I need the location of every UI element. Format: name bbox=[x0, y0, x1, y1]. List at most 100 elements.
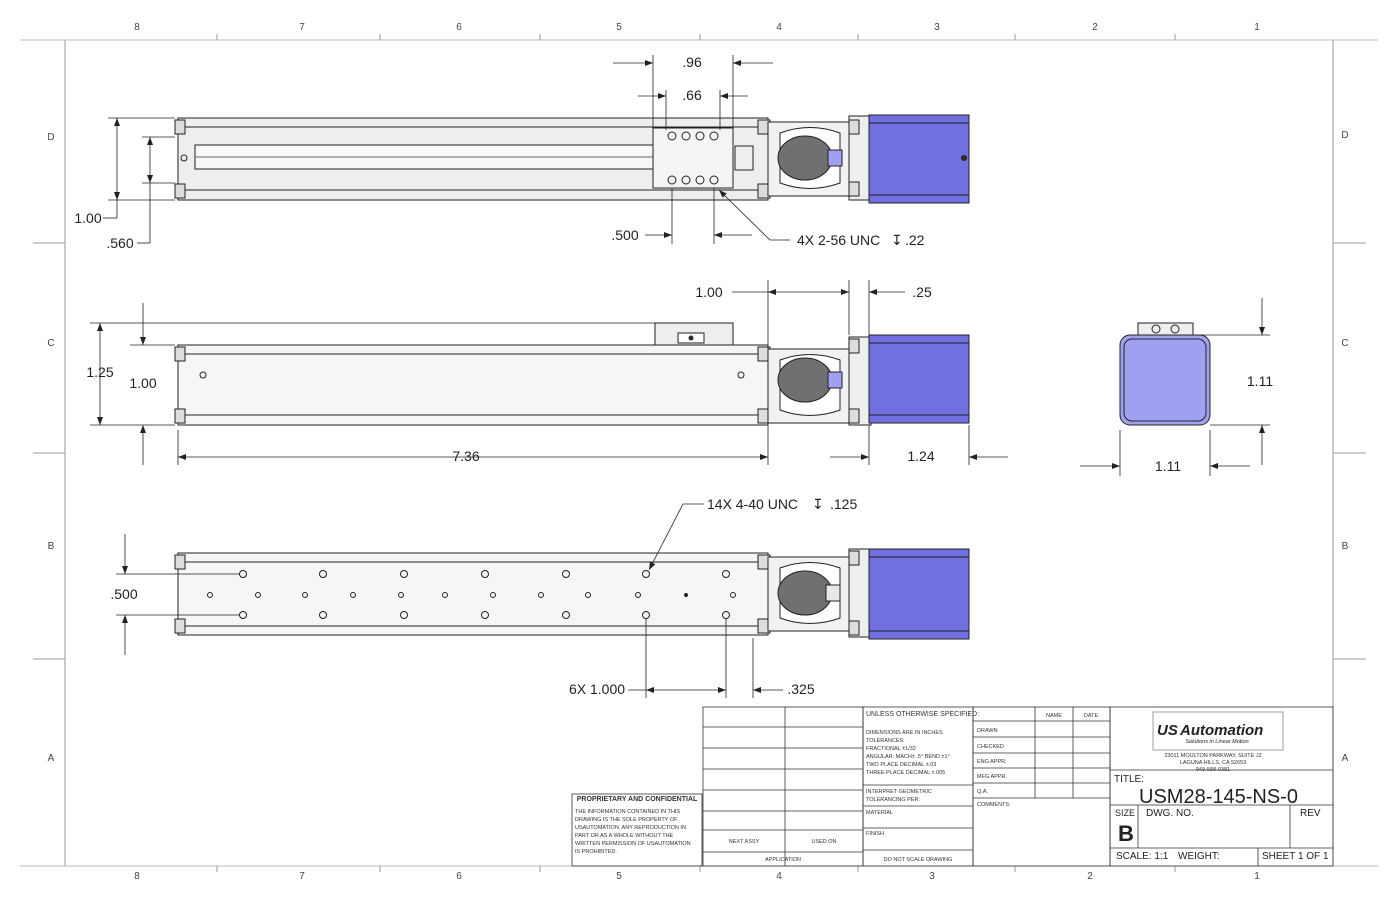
zone-col-bottom-2: 2 bbox=[1087, 871, 1093, 882]
dim-bottom-500: .500 bbox=[110, 586, 137, 602]
zone-col-bottom-7: 7 bbox=[299, 871, 305, 882]
zone-col-top-4: 4 bbox=[776, 22, 782, 33]
coupler-front bbox=[777, 357, 833, 403]
proprietary-title: PROPRIETARY AND CONFIDENTIAL bbox=[577, 796, 698, 803]
zone-col-top-7: 7 bbox=[299, 22, 305, 33]
zone-col-top-2: 2 bbox=[1092, 22, 1098, 33]
zone-col-top-8: 8 bbox=[134, 22, 140, 33]
row-comments: COMMENTS: bbox=[977, 802, 1011, 808]
logo-automation: Automation bbox=[1179, 722, 1263, 739]
hole-depth-top: .22 bbox=[905, 232, 925, 248]
zone-row-left-c: C bbox=[47, 338, 54, 349]
proprietary-line-3: USAUTOMATION. ANY REPRODUCTION IN bbox=[575, 825, 686, 831]
logo-us: US bbox=[1157, 722, 1178, 739]
row-drawn: DRAWN bbox=[977, 728, 998, 734]
zone-row-right-b: B bbox=[1342, 541, 1349, 552]
zone-col-bottom-1: 1 bbox=[1254, 871, 1260, 882]
dim-front-25: .25 bbox=[912, 284, 932, 300]
zone-col-top-6: 6 bbox=[456, 22, 462, 33]
zone-col-top-5: 5 bbox=[616, 22, 622, 33]
geometric-line-2: TOLERANCING PER: bbox=[866, 797, 920, 803]
title-label: TITLE: bbox=[1114, 774, 1144, 785]
name-header: NAME bbox=[1046, 713, 1062, 719]
zone-labels: 8 7 6 5 4 3 2 1 8 7 6 5 4 3 2 1 D C B A … bbox=[47, 22, 1348, 882]
dim-front-125: 1.25 bbox=[86, 364, 113, 380]
dim-end-height: 1.11 bbox=[1247, 373, 1273, 389]
zone-row-right-c: C bbox=[1341, 338, 1348, 349]
end-motor bbox=[1119, 334, 1211, 426]
scale-label: SCALE: 1:1 bbox=[1116, 851, 1169, 862]
motor-front bbox=[868, 334, 970, 424]
front-view: 1.00 .25 1.25 1.00 7.36 1.24 bbox=[86, 280, 1008, 465]
actuator-body-front bbox=[177, 344, 769, 426]
end-view: 1.11 1.11 bbox=[1080, 298, 1273, 476]
zone-row-right-a: A bbox=[1342, 753, 1349, 764]
bottom-view: 14X 4-40 UNC ↧ .125 .500 6X 1.000 .325 bbox=[110, 496, 970, 698]
zone-col-bottom-4: 4 bbox=[776, 871, 782, 882]
dim-top-560: .560 bbox=[106, 235, 133, 251]
title-block bbox=[571, 706, 1334, 867]
depth-symbol-top: ↧ bbox=[891, 232, 903, 248]
hole-note-top: 4X 2-56 UNC bbox=[797, 232, 880, 248]
address-line-1: 23011 MOULTON PARKWAY, SUITE J2 bbox=[1164, 753, 1261, 759]
proprietary-line-2: DRAWING IS THE SOLE PROPERTY OF bbox=[575, 817, 678, 823]
date-header: DATE bbox=[1084, 713, 1099, 719]
dimension-lines-bottom bbox=[116, 503, 783, 698]
dim-bottom-325: .325 bbox=[787, 681, 814, 697]
dim-top-500: .500 bbox=[611, 227, 638, 243]
dim-front-100-top: 1.00 bbox=[695, 284, 722, 300]
address-line-2: LAGUNA HILLS, CA 92653 bbox=[1180, 760, 1246, 766]
rev-label: REV bbox=[1300, 808, 1321, 819]
top-view: .96 .66 1.00 .560 .500 4X 2-56 UNC ↧ .22 bbox=[74, 54, 970, 251]
zone-col-bottom-6: 6 bbox=[456, 871, 462, 882]
row-checked: CHECKED bbox=[977, 744, 1004, 750]
dim-top-100: 1.00 bbox=[74, 210, 101, 226]
dwg-no-label: DWG. NO. bbox=[1146, 808, 1194, 819]
tolerance-line-6: THREE PLACE DECIMAL ±.005 bbox=[866, 770, 945, 776]
dim-bottom-pitch: 6X 1.000 bbox=[569, 681, 625, 697]
tolerance-line-4: ANGULAR: MACH± .5° BEND ±1° bbox=[866, 754, 950, 760]
geometric-line-1: INTERPRET GEOMETRIC bbox=[866, 789, 932, 795]
logo-box bbox=[1152, 711, 1284, 751]
material-label: MATERIAL bbox=[866, 810, 893, 816]
zone-col-bottom-5: 5 bbox=[616, 871, 622, 882]
title-block-text: PROPRIETARY AND CONFIDENTIAL THE INFORMA… bbox=[575, 711, 1329, 863]
zone-col-bottom-3: 3 bbox=[929, 871, 935, 882]
proprietary-line-1: THE INFORMATION CONTAINED IN THIS bbox=[575, 809, 680, 815]
zone-col-bottom-8: 8 bbox=[134, 871, 140, 882]
tolerance-line-5: TWO PLACE DECIMAL ±.03 bbox=[866, 762, 936, 768]
motor-top bbox=[868, 114, 970, 204]
carriage-holes bbox=[667, 131, 719, 185]
dim-top-96: .96 bbox=[682, 54, 702, 70]
used-on-label: USED ON bbox=[811, 839, 836, 845]
unless-specified: UNLESS OTHERWISE SPECIFIED: bbox=[866, 711, 979, 718]
dim-front-736: 7.36 bbox=[452, 448, 479, 464]
carriage-top bbox=[652, 127, 734, 189]
mounting-holes bbox=[207, 570, 736, 619]
row-eng-appr: ENG APPR. bbox=[977, 759, 1007, 765]
tolerance-line-1: DIMENSIONS ARE IN INCHES bbox=[866, 730, 943, 736]
dimension-lines-end bbox=[1080, 298, 1270, 476]
motor-bottom bbox=[868, 548, 970, 640]
dim-top-66: .66 bbox=[682, 87, 702, 103]
proprietary-line-6: IS PROHIBITED. bbox=[575, 849, 617, 855]
tolerance-line-2: TOLERANCES: bbox=[866, 738, 905, 744]
application-label: APPLICATION bbox=[765, 857, 801, 863]
sheet-label: SHEET 1 OF 1 bbox=[1262, 851, 1329, 862]
hole-note-bottom: 14X 4-40 UNC bbox=[707, 496, 798, 512]
dim-front-124: 1.24 bbox=[907, 448, 934, 464]
do-not-scale: DO NOT SCALE DRAWING bbox=[884, 857, 953, 863]
next-assy-label: NEXT ASSY bbox=[729, 839, 760, 845]
weight-label: WEIGHT: bbox=[1178, 851, 1220, 862]
depth-symbol-bottom: ↧ bbox=[812, 496, 824, 512]
dim-front-100-side: 1.00 bbox=[129, 375, 156, 391]
row-mfg-appr: MFG APPR. bbox=[977, 774, 1007, 780]
row-qa: Q.A. bbox=[977, 789, 988, 795]
dim-end-width: 1.11 bbox=[1155, 458, 1181, 474]
zone-col-top-1: 1 bbox=[1254, 22, 1260, 33]
finish-label: FINISH bbox=[866, 831, 884, 837]
actuator-body-bottom bbox=[177, 552, 769, 636]
dimension-lines-top bbox=[103, 55, 790, 244]
proprietary-line-4: PART OR AS A WHOLE WITHOUT THE bbox=[575, 833, 674, 839]
